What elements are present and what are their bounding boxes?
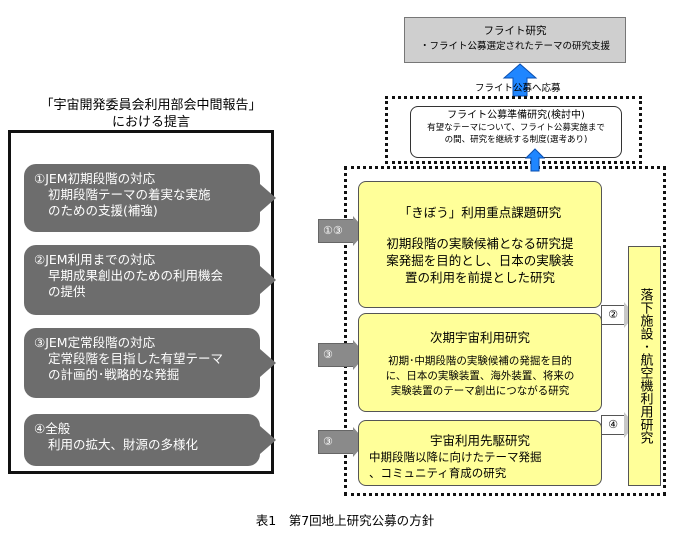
flight-research-box: フライト研究 ・フライト公募選定されたテーマの研究支援 bbox=[404, 17, 626, 63]
recommendation-4: ④全般 利用の拡大、財源の多様化 bbox=[24, 414, 276, 466]
figure-caption: 表1 第7回地上研究公募の方針 bbox=[255, 513, 435, 528]
arrow-chip-2: ③ bbox=[318, 340, 366, 370]
recommendation-line: 利用の拡大、財源の多様化 bbox=[48, 437, 199, 452]
small-up-arrow-icon bbox=[525, 148, 545, 172]
recommendation-title: ④全般 bbox=[34, 421, 71, 436]
research-box-3: 宇宙利用先駆研究 中期段階以降に向けたテーマ発掘 、コミュニティ育成の研究 bbox=[358, 420, 602, 486]
arrow-chip-1: ①③ bbox=[318, 216, 366, 246]
research-line: に、日本の実験装置、海外装置、将来の bbox=[385, 370, 575, 382]
research-title: 宇宙利用先駆研究 bbox=[429, 433, 530, 448]
recommendation-line: 早期成果創出のための利用機会 bbox=[48, 268, 224, 283]
prep-research-line: 有望なテーマについて、フライト公募実施まで bbox=[427, 123, 605, 133]
left-heading: 「宇宙開発委員会利用部会中間報告」 における提言 bbox=[20, 97, 282, 131]
research-title: 「きぼう」利用重点課題研究 bbox=[398, 205, 562, 220]
recommendation-line: の提供 bbox=[48, 284, 86, 299]
research-line: 、コミュニティ育成の研究 bbox=[369, 466, 507, 480]
recommendation-title: ③JEM定常段階の対応 bbox=[34, 335, 156, 350]
left-heading-line1: 「宇宙開発委員会利用部会中間報告」 bbox=[40, 98, 262, 113]
recommendation-line: の計画的･戦略的な発掘 bbox=[48, 367, 180, 382]
recommendation-1: ①JEM初期段階の対応 初期段階テーマの着実な実施 のための支援(補強) bbox=[24, 164, 276, 232]
prep-research-frame bbox=[385, 96, 642, 164]
research-line: 初期･中期段階の実験候補の発掘を目的 bbox=[388, 355, 572, 367]
ground-research-frame bbox=[344, 166, 666, 496]
flight-application-label: フライト公募へ応募 bbox=[475, 83, 561, 94]
recommendation-line: 定常段階を目指した有望テーマ bbox=[48, 351, 224, 366]
research-line: 実験装置のテーマ創出につながる研究 bbox=[390, 385, 570, 397]
research-box-2: 次期宇宙利用研究 初期･中期段階の実験候補の発掘を目的 に、日本の実験装置、海外… bbox=[358, 313, 602, 412]
arrow-chip-3: ③ bbox=[318, 427, 366, 457]
recommendation-title: ①JEM初期段階の対応 bbox=[34, 171, 156, 186]
left-heading-line2: における提言 bbox=[111, 115, 190, 130]
recommendation-2: ②JEM利用までの対応 早期成果創出のための利用機会 の提供 bbox=[24, 245, 276, 315]
side-chip-2: ② bbox=[601, 302, 635, 328]
research-line: 中期段階以降に向けたテーマ発掘 bbox=[369, 450, 542, 464]
research-line: 置の利用を前提とした研究 bbox=[404, 270, 555, 285]
research-box-1: 「きぼう」利用重点課題研究 初期段階の実験候補となる研究提 案発掘を目的とし、日… bbox=[358, 181, 602, 308]
prep-research-box: フライト公募準備研究(検討中) 有望なテーマについて、フライト公募実施まで の間… bbox=[410, 106, 622, 158]
flight-research-title: フライト研究 bbox=[483, 25, 547, 37]
research-title: 次期宇宙利用研究 bbox=[429, 330, 530, 345]
prep-research-line: の間、研究を継続する制度(選考あり) bbox=[444, 135, 588, 145]
research-line: 案発掘を目的とし、日本の実験装 bbox=[386, 253, 574, 268]
prep-research-title: フライト公募準備研究(検討中) bbox=[447, 110, 585, 121]
side-chip-4: ④ bbox=[601, 412, 635, 438]
recommendation-line: のための支援(補強) bbox=[48, 203, 158, 218]
recommendation-title: ②JEM利用までの対応 bbox=[34, 252, 156, 267]
flight-research-subtitle: ・フライト公募選定されたテーマの研究支援 bbox=[419, 41, 610, 52]
recommendation-line: 初期段階テーマの着実な実施 bbox=[48, 187, 211, 202]
recommendation-3: ③JEM定常段階の対応 定常段階を目指した有望テーマ の計画的･戦略的な発掘 bbox=[24, 328, 276, 398]
drop-facility-aircraft-box: 落下施設･航空機利用研究 bbox=[628, 246, 661, 486]
research-line: 初期段階の実験候補となる研究提 bbox=[386, 236, 574, 251]
